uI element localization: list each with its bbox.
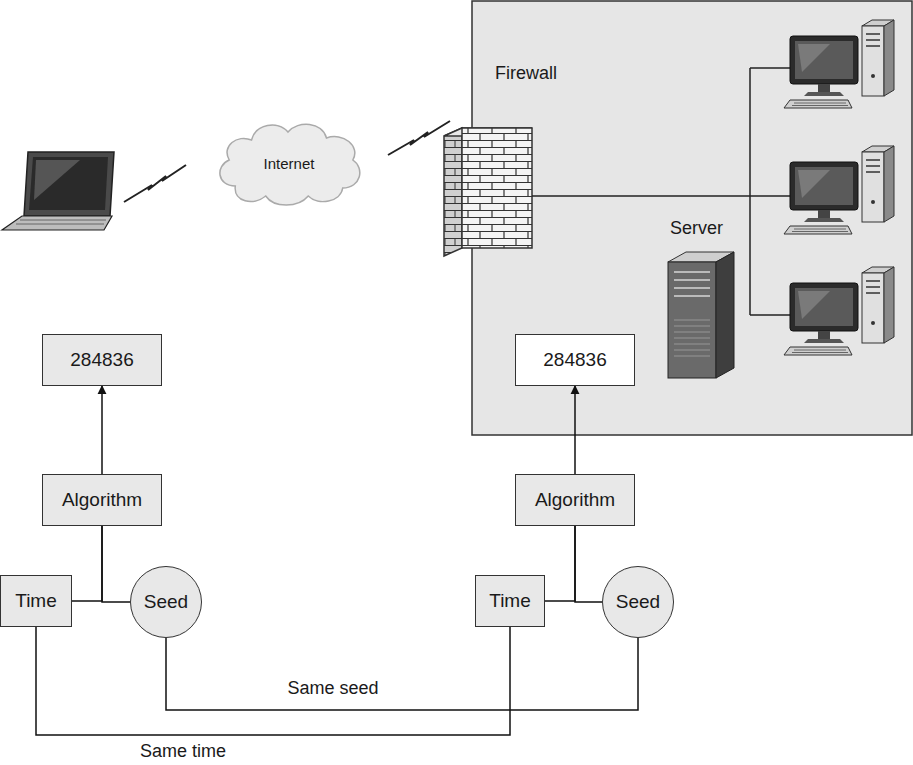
connector-label: Same seed (284, 678, 381, 699)
internet-cloud: Internet (213, 116, 365, 210)
node-text: Algorithm (535, 489, 615, 511)
connector-line (72, 526, 102, 601)
workstation-icon (784, 267, 894, 355)
input-box: Time (0, 575, 72, 627)
connector-line (545, 526, 575, 601)
server-icon (668, 252, 734, 378)
token-display: 284836 (515, 334, 635, 386)
process-box: Algorithm (42, 474, 162, 526)
node-text: Algorithm (62, 489, 142, 511)
connector-line (102, 526, 130, 602)
connector-label: Same time (137, 741, 229, 762)
connector-line (166, 638, 638, 710)
token-display: 284836 (42, 334, 162, 386)
node-text: 284836 (543, 349, 606, 371)
connector-line (101, 386, 103, 474)
node-text: Seed (616, 591, 660, 613)
component-label: Server (670, 218, 723, 239)
seed-circle: Seed (130, 566, 202, 638)
workstation-icon (784, 20, 894, 108)
node-text: Time (15, 590, 57, 612)
network-wires (532, 68, 800, 315)
input-box: Time (475, 575, 545, 627)
connector-line (575, 526, 602, 602)
node-text: Internet (264, 155, 315, 172)
node-text: Time (489, 590, 531, 612)
node-text: 284836 (70, 349, 133, 371)
seed-circle: Seed (602, 566, 674, 638)
process-box: Algorithm (515, 474, 635, 526)
wireless-link (388, 121, 450, 155)
node-text: Seed (144, 591, 188, 613)
connector-line (36, 627, 510, 735)
wireless-link (124, 165, 186, 202)
network-panel (472, 1, 912, 435)
connector-line (574, 386, 576, 474)
workstation-icon (784, 146, 894, 234)
laptop-icon (2, 152, 114, 230)
component-label: Firewall (495, 63, 557, 84)
firewall-icon (444, 128, 532, 256)
